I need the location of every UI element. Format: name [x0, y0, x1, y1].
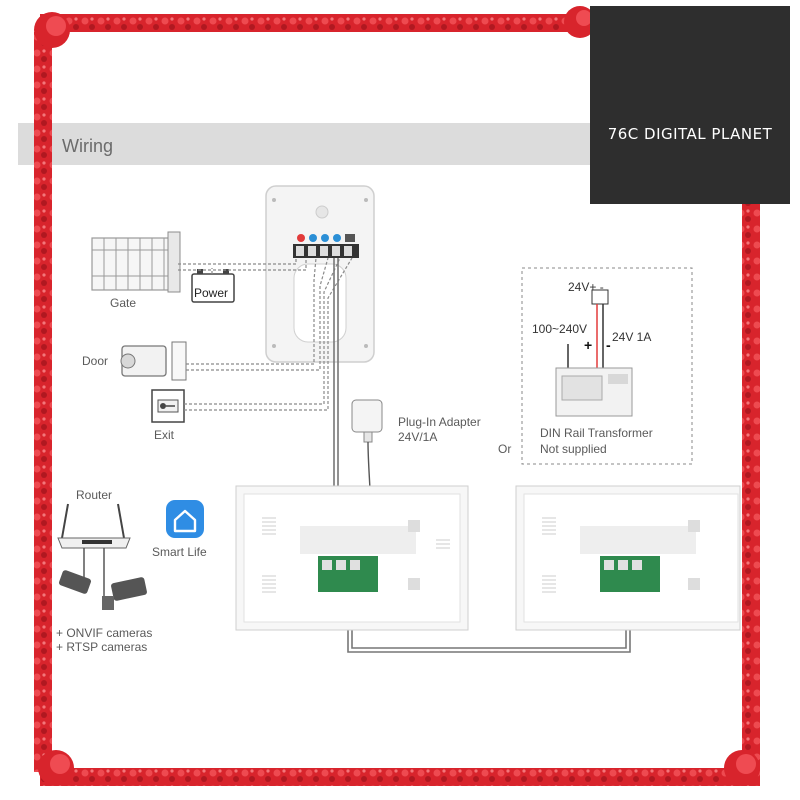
din-rail-note: Not supplied	[540, 442, 607, 456]
monitor-icon	[235, 485, 469, 631]
gate-label: Gate	[110, 296, 137, 310]
cameras-label-rtsp: + RTSP cameras	[56, 640, 148, 654]
router-label: Router	[76, 488, 113, 502]
or-label: Or	[498, 442, 512, 456]
plugin-adapter-rating: 24V/1A	[398, 430, 438, 444]
monitor-icon	[515, 485, 741, 631]
page-title: Wiring	[62, 136, 114, 156]
power-label: Power	[194, 286, 229, 300]
header-bar	[18, 123, 590, 165]
plugin-adapter-label: Plug-In Adapter	[398, 415, 481, 429]
gate-icon	[91, 231, 181, 293]
din-dc-label: 24V+ -	[568, 280, 604, 294]
din-rail-label: DIN Rail Transformer	[540, 426, 653, 440]
brand-name: 76C DIGITAL PLANET	[607, 125, 773, 143]
router-icon	[57, 503, 131, 549]
brand-watermark: 76C DIGITAL PLANET	[590, 6, 790, 204]
din-input-label: 100~240V	[532, 322, 588, 336]
network-wiring	[83, 548, 105, 602]
accessory-wiring	[178, 257, 353, 411]
exit-button-icon	[151, 389, 185, 423]
smart-life-app-icon	[166, 500, 204, 538]
din-output-label: 24V 1A	[612, 330, 652, 344]
din-rail-box	[521, 267, 693, 465]
din-minus-label: -	[606, 337, 611, 353]
door-lock-icon	[120, 341, 187, 381]
din-rail-transformer-icon	[555, 289, 633, 417]
exit-label: Exit	[154, 428, 175, 442]
cctv-camera-icon	[59, 570, 147, 610]
red-rose-border	[34, 6, 760, 786]
battery-power-icon	[191, 269, 235, 303]
din-plus-label: +	[584, 337, 593, 353]
doorbell-panel-icon	[265, 185, 375, 363]
smart-life-label: Smart Life	[152, 545, 207, 559]
door-label: Door	[82, 354, 109, 368]
cameras-label-onvif: + ONVIF cameras	[56, 626, 153, 640]
